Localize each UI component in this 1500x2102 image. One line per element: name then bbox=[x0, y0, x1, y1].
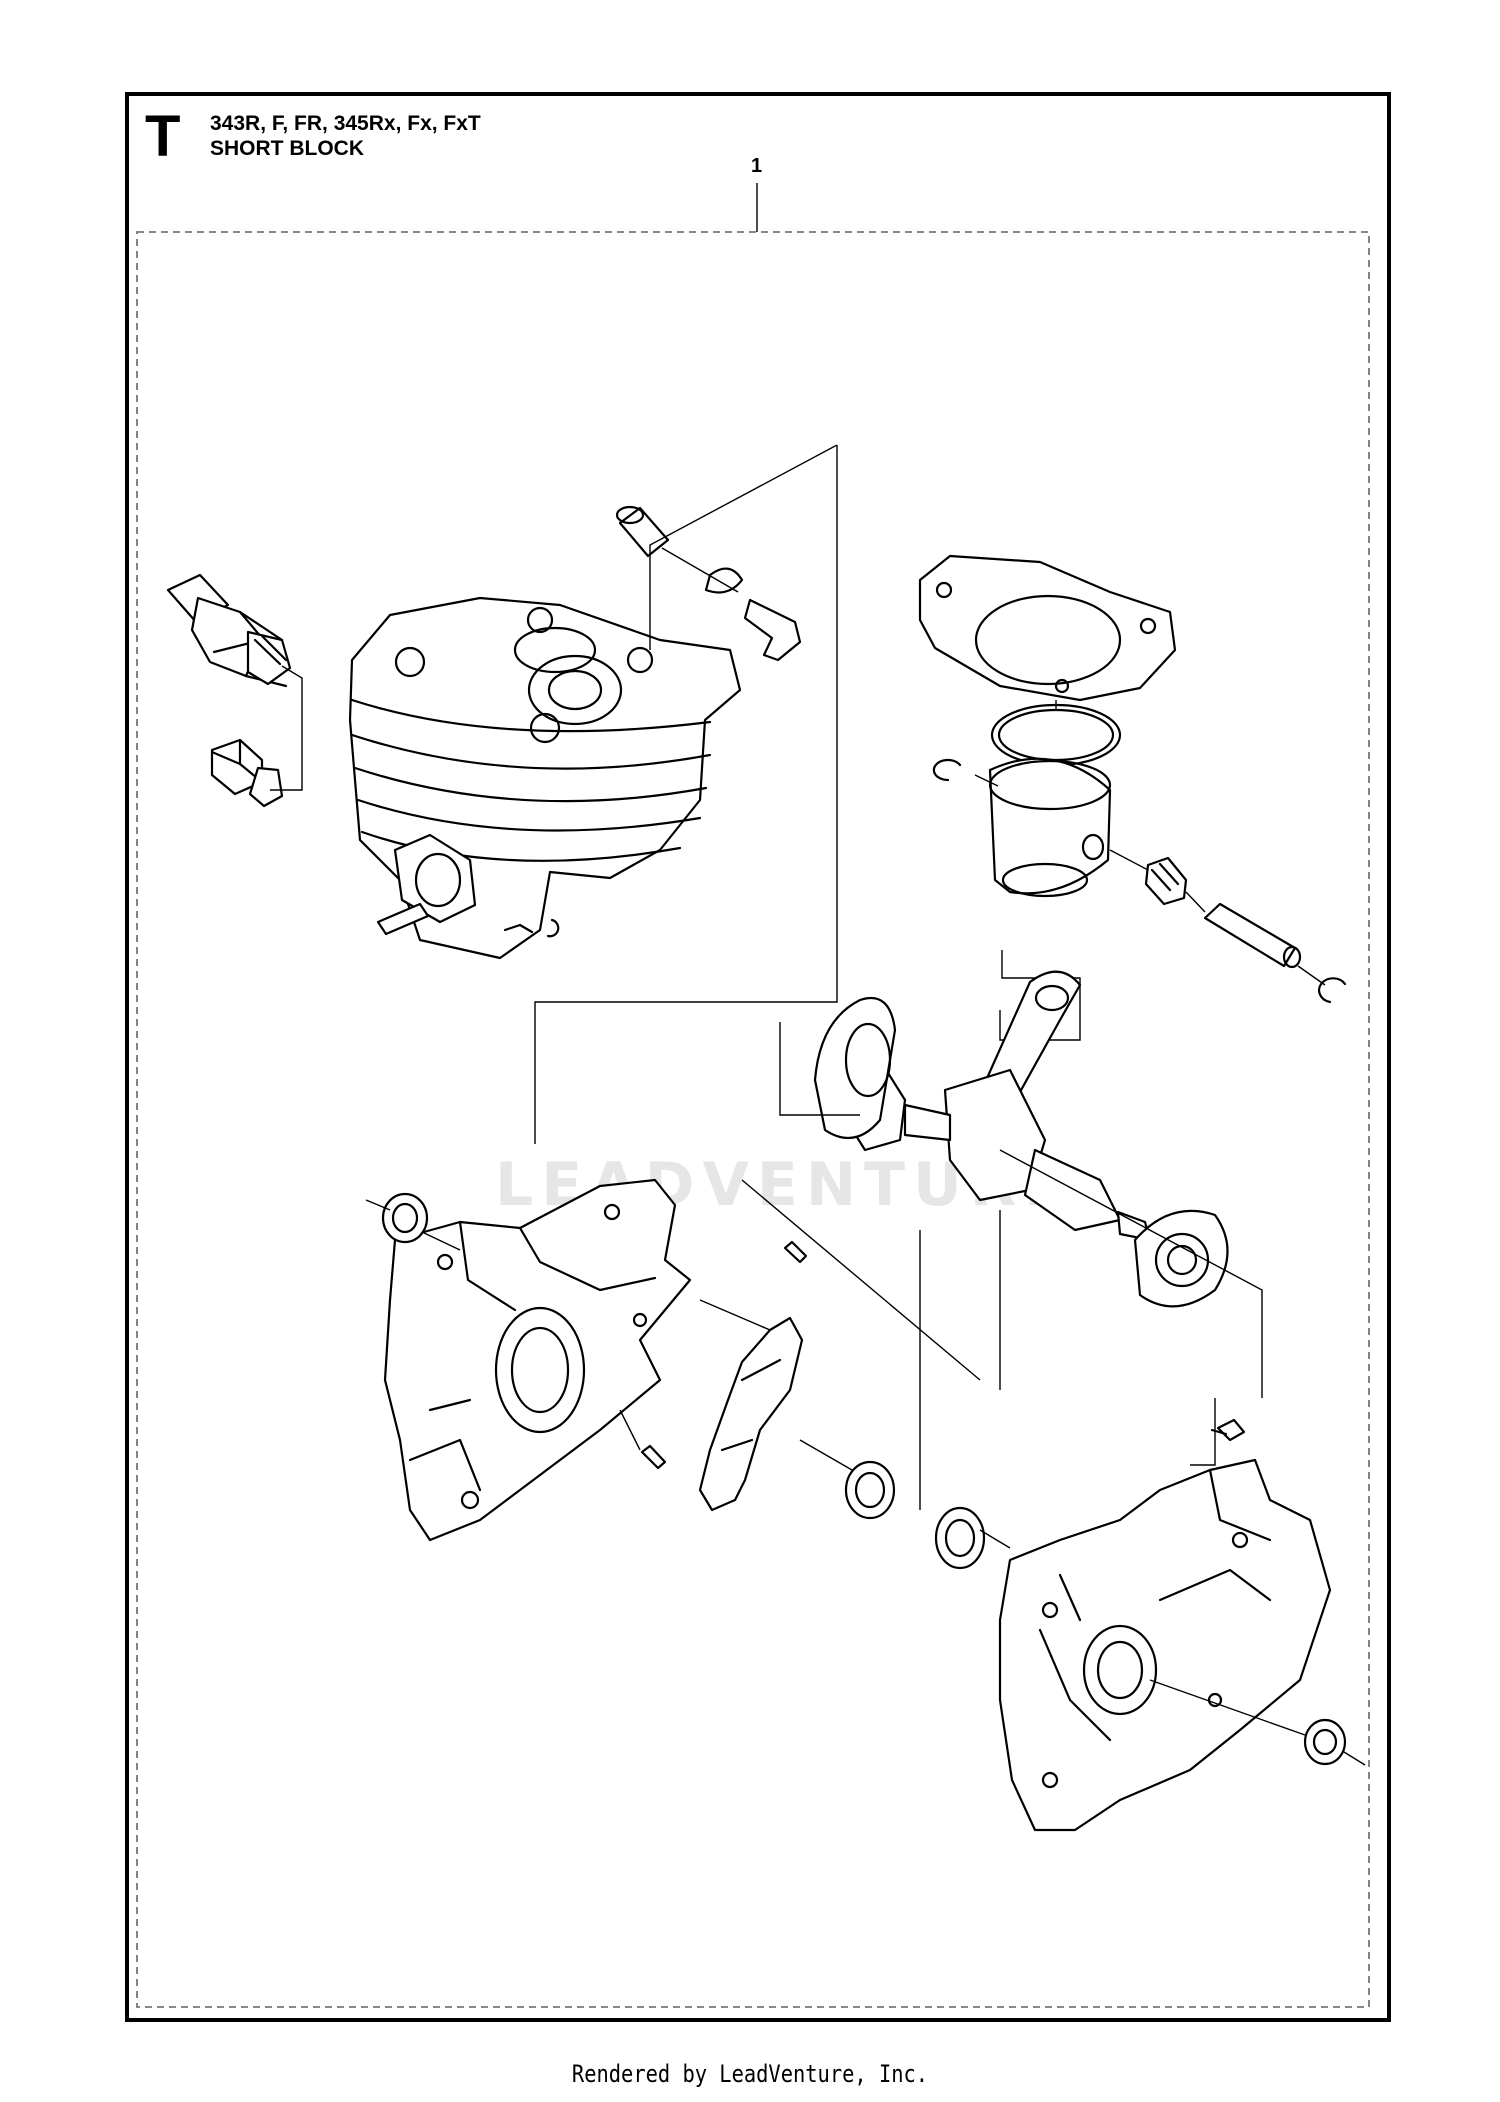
crankcase-gasket bbox=[698, 1316, 804, 1512]
cylinder bbox=[348, 596, 742, 960]
crankshaft-flywheel-half-right bbox=[1133, 1209, 1229, 1308]
cylinder-plug bbox=[210, 738, 284, 808]
diagram-title: SHORT BLOCK bbox=[210, 137, 364, 160]
piston-circlip-right bbox=[1317, 977, 1347, 1004]
ball-bearing-right bbox=[934, 1506, 986, 1570]
guide-pin-upper bbox=[783, 1240, 808, 1264]
piston-circlip-left bbox=[932, 758, 962, 782]
piston-ring bbox=[990, 703, 1122, 767]
impulse-nipple bbox=[615, 505, 802, 662]
seal-ring-left bbox=[381, 1192, 429, 1244]
callout-number-1: 1 bbox=[751, 155, 763, 177]
crankshaft-flywheel-half-left bbox=[813, 997, 897, 1140]
ball-bearing-left bbox=[844, 1460, 896, 1520]
model-list: 343R, F, FR, 345Rx, Fx, FxT bbox=[210, 112, 481, 135]
assembly-boundary bbox=[136, 231, 1370, 2008]
diagram-frame bbox=[125, 92, 1391, 2022]
guide-pin-lower bbox=[640, 1444, 667, 1470]
needle-bearing bbox=[1144, 856, 1188, 906]
cylinder-gasket bbox=[918, 554, 1177, 702]
piston bbox=[988, 757, 1112, 898]
decompression-valve bbox=[166, 573, 292, 688]
piston-pin bbox=[1203, 902, 1302, 969]
crankcase-left-half bbox=[383, 1178, 692, 1542]
crankcase-screw bbox=[1210, 1418, 1246, 1442]
footer-credit: Rendered by LeadVenture, Inc. bbox=[571, 2060, 929, 2088]
section-letter: T bbox=[145, 104, 181, 169]
seal-ring-right bbox=[1303, 1718, 1347, 1766]
crankcase-right-half bbox=[998, 1458, 1332, 1832]
